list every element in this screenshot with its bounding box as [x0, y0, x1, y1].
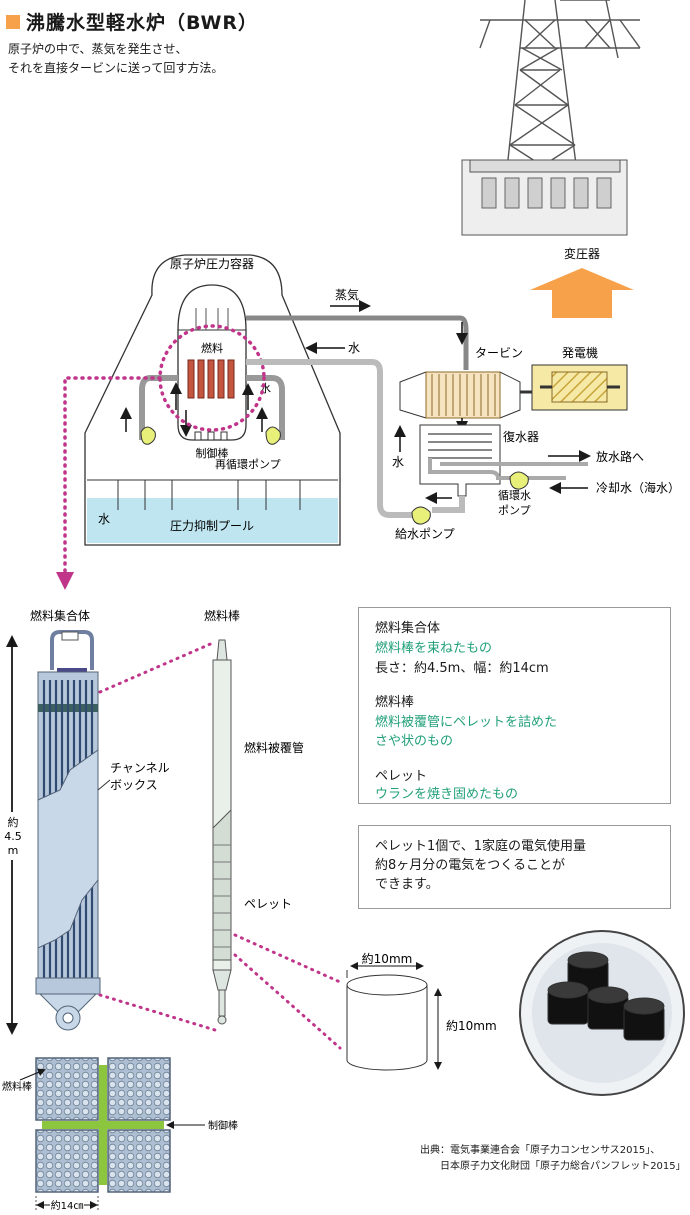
transformer-building	[461, 159, 628, 236]
cladding-label: 燃料被覆管	[244, 740, 304, 755]
turbine-label: タービン	[475, 346, 523, 360]
fuel-label: 燃料	[201, 341, 223, 355]
cross-fuel-arrow	[19, 1068, 46, 1081]
rod-callout-bottom	[98, 993, 217, 1032]
steam-pipe	[246, 315, 469, 370]
cross-section	[35, 1057, 171, 1193]
length-label-3: m	[8, 844, 19, 857]
fuel-assembly	[35, 630, 101, 1031]
rod-callout-top	[98, 640, 217, 694]
reactor-water-label: 水	[260, 382, 271, 395]
condenser-label: 復水器	[503, 429, 539, 444]
pool-vents	[117, 480, 301, 510]
info-pellet-title: ペレット	[375, 769, 428, 784]
title-marker	[6, 14, 20, 29]
cross-fuel-rod-label: 燃料棒	[2, 1080, 32, 1093]
info-pellet-desc: ウランを焼き固めたもの	[375, 787, 519, 802]
page-title: 沸騰水型軽水炉（BWR）	[26, 12, 259, 34]
circ-pump-label-1: 循環水	[498, 489, 531, 502]
length-label-1: 約	[8, 815, 19, 829]
steam-label: 蒸気	[335, 287, 359, 302]
info-box: 燃料集合体 燃料棒を束ねたもの 長さ：約4.5m、幅：約14cm 燃料棒 燃料被…	[358, 607, 671, 804]
info-rod-title: 燃料棒	[375, 695, 415, 710]
generator-coil	[551, 371, 608, 403]
pellet-photo	[519, 930, 685, 1096]
return-water-label: 水	[348, 341, 360, 355]
cooling-water-label: 冷却水（海水）	[596, 480, 680, 495]
generator-label: 発電機	[562, 345, 598, 360]
feed-water-label: 水	[392, 455, 404, 469]
circulating-pump	[509, 471, 529, 490]
info-assembly-desc: 燃料棒を束ねたもの	[375, 641, 493, 656]
cross-width-label: 約14㎝	[51, 1199, 84, 1212]
transformer-label: 変圧器	[564, 246, 600, 261]
pellet-width-label: 約10mm	[362, 951, 413, 966]
pellet-note: ペレット1個で、1家庭の電気使用量 約8ヶ月分の電気をつくることが できます。	[375, 839, 587, 892]
turbine-rotor	[425, 371, 501, 419]
fuel-rod	[212, 639, 232, 1025]
page-subtitle: 原子炉の中で、蒸気を発生させ、 それを直接タービンに送って回す方法。	[8, 42, 224, 76]
circ-pump-label-2: ポンプ	[498, 504, 531, 517]
suppression-pool	[87, 498, 338, 543]
callout-arrowhead	[56, 572, 74, 590]
feed-pump	[411, 506, 431, 525]
recirc-pump-right	[265, 426, 281, 445]
recirc-pump-label: 再循環ポンプ	[215, 458, 281, 471]
length-label-bg	[3, 812, 23, 860]
title-bar: 沸騰水型軽水炉（BWR）	[6, 8, 258, 35]
pellet-callout-bottom	[233, 953, 342, 1050]
pressure-vessel-label: 原子炉圧力容器	[170, 256, 254, 271]
channel-box-label-2: ボックス	[110, 778, 158, 792]
feedwater-pipe	[246, 359, 412, 518]
control-rod-drives	[194, 431, 228, 441]
pellet-height-label: 約10mm	[446, 1018, 497, 1033]
fuel-assembly-label: 燃料集合体	[30, 608, 90, 623]
condensate-pipe	[432, 496, 465, 513]
control-blade-horizontal	[42, 1121, 164, 1129]
discharge-label: 放水路へ	[596, 449, 644, 464]
fuel-core	[187, 359, 235, 399]
pellet-cylinder	[346, 974, 428, 1071]
suppression-pool-label: 圧力抑制プール	[170, 518, 254, 533]
cooling-water-out	[428, 458, 566, 480]
control-rod-label: 制御棒	[196, 446, 229, 460]
info-assembly-size: 長さ：約4.5m、幅：約14cm	[375, 661, 549, 676]
pellet-callout-top	[233, 933, 342, 984]
channel-box-label-1: チャンネル	[110, 761, 170, 775]
pellet-note-box: ペレット1個で、1家庭の電気使用量 約8ヶ月分の電気をつくることが できます。	[358, 825, 671, 909]
cross-control-rod-label: 制御棒	[208, 1119, 238, 1132]
length-label-2: 4.5	[4, 830, 22, 843]
recirc-loop-left	[139, 375, 178, 440]
condenser-tubes	[428, 433, 492, 459]
turbine-blades	[431, 374, 496, 416]
pool-water-label: 水	[98, 512, 110, 526]
recirc-pump-left	[140, 426, 156, 445]
fuel-rod-label: 燃料棒	[204, 608, 240, 623]
feed-pump-label: 給水ポンプ	[395, 527, 455, 541]
info-rod-desc: 燃料被覆管にペレットを詰めた さや状のもの	[375, 715, 558, 749]
up-arrow	[530, 268, 634, 318]
channel-box-leader	[97, 779, 111, 791]
channel-box-cutaway	[37, 749, 99, 949]
info-assembly-title: 燃料集合体	[375, 621, 441, 636]
callout-line	[63, 376, 162, 577]
recirc-loop-right	[246, 375, 285, 440]
source-credit: 出典：電気事業連合会「原子力コンセンサス2015」、 日本原子力文化財団「原子力…	[420, 1145, 686, 1172]
pellet-label: ペレット	[244, 897, 292, 911]
